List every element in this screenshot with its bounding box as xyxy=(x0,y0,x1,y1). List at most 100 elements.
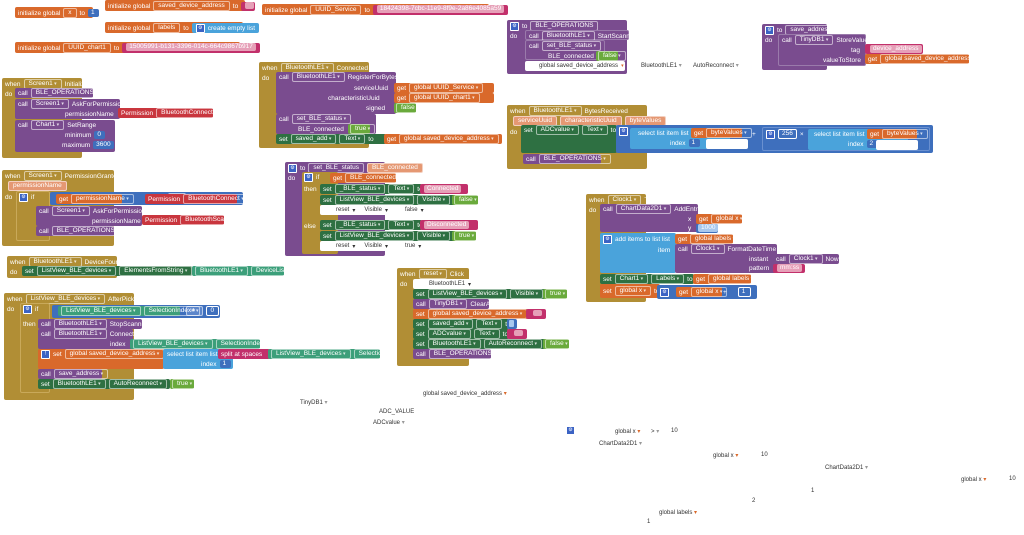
boolean-dropdown[interactable]: false xyxy=(454,195,482,205)
false-boolean[interactable]: false xyxy=(452,195,482,205)
warning-icon[interactable]: ! xyxy=(41,349,50,359)
procedure-dropdown[interactable]: BLE_OPERATIONS xyxy=(428,349,501,359)
variable-dropdown[interactable]: global saved_device_address xyxy=(427,309,528,319)
component-dropdown[interactable]: _BLE_status xyxy=(334,184,386,194)
procedure-dropdown[interactable]: BLE_OPERATIONS xyxy=(538,154,611,164)
param-permission-name[interactable]: permissionName xyxy=(8,181,67,191)
number-value[interactable]: 256 xyxy=(778,129,797,139)
set-chart-labels[interactable]: setChart1Labelsto xyxy=(600,274,694,284)
property-dropdown[interactable]: SelectionIndex xyxy=(215,339,273,349)
true-boolean[interactable]: true xyxy=(348,124,376,134)
global-name-field[interactable]: labels xyxy=(153,23,181,33)
number-value[interactable]: 3600 xyxy=(93,141,114,149)
call-tinydb-clear-all[interactable]: callTinyDB1ClearAll xyxy=(413,299,493,309)
call-register-for-bytes[interactable]: callBluetoothLE1RegisterForBytes service… xyxy=(276,72,398,114)
number-value[interactable]: 0 xyxy=(94,131,106,139)
pattern-string[interactable]: mm:ss xyxy=(773,264,805,273)
component-dropdown[interactable]: BluetoothLE1 xyxy=(528,106,582,116)
property-dropdown[interactable]: Visible xyxy=(417,195,451,205)
component-dropdown[interactable]: BluetoothLE1 xyxy=(427,339,481,349)
property-dropdown[interactable]: Text xyxy=(581,125,608,135)
number-1000-block[interactable]: 1000 xyxy=(696,224,719,233)
property-dropdown[interactable]: DeviceList xyxy=(250,266,295,276)
disabled-block[interactable]: BluetoothLE1▾ xyxy=(413,279,493,289)
selection-getter[interactable]: ListView_BLE_devicesSelection xyxy=(268,349,395,359)
string-value[interactable]: Connected xyxy=(424,185,462,193)
procedure-dropdown[interactable]: save_address xyxy=(53,369,109,379)
component-dropdown[interactable]: TinyDB1 xyxy=(794,35,834,45)
global-name-field[interactable]: x xyxy=(63,8,77,18)
number-value[interactable]: 1 xyxy=(737,287,751,297)
set-auto-reconnect[interactable]: setBluetoothLE1AutoReconnectto xyxy=(413,339,550,349)
add-items-to-list[interactable]: ⚙add items to list list item xyxy=(600,233,676,273)
gear-icon[interactable]: ⚙ xyxy=(660,287,669,297)
true-boolean[interactable]: true xyxy=(452,231,480,241)
variable-dropdown[interactable]: global saved_device_address xyxy=(64,349,165,359)
procedure-dropdown[interactable]: BLE_OPERATIONS xyxy=(51,226,124,236)
boolean-dropdown[interactable]: false xyxy=(396,103,424,113)
gear-icon[interactable]: ⚙ xyxy=(23,304,32,314)
gear-icon[interactable]: ⚙ xyxy=(19,192,28,202)
gear-icon[interactable]: ⚙ xyxy=(288,163,297,173)
variable-dropdown[interactable]: global UUID_chart1 xyxy=(409,93,480,103)
property-dropdown[interactable]: SelectionIndex xyxy=(143,306,201,316)
empty-string-value[interactable] xyxy=(533,310,542,316)
connected-string[interactable]: Connected xyxy=(420,184,468,194)
call-stop-scanning[interactable]: callBluetoothLE1StopScanning xyxy=(38,319,150,329)
index-input-slot[interactable] xyxy=(876,140,918,150)
call-ask-for-permission[interactable]: callScreen1AskForPermission permissionNa… xyxy=(15,99,125,119)
device-address-string[interactable]: device_address xyxy=(865,44,923,54)
property-dropdown[interactable]: AutoReconnect xyxy=(108,379,167,389)
empty-number-block[interactable] xyxy=(507,319,517,329)
boolean-dropdown[interactable]: false xyxy=(545,339,573,349)
component-dropdown[interactable]: Screen1 xyxy=(51,206,90,216)
global-uuid-chart1-block[interactable]: initialize global UUID_chart1 to 1500599… xyxy=(15,42,260,53)
component-dropdown[interactable]: saved_add xyxy=(427,319,474,329)
string-value[interactable]: mm:ss xyxy=(777,264,803,272)
false-boolean[interactable]: false xyxy=(596,51,626,61)
component-dropdown[interactable]: Clock1 xyxy=(788,254,823,264)
string-value[interactable]: 15005991-b131-3396-014c-664c9867b917 xyxy=(126,43,256,51)
global-uuid-service-block[interactable]: initialize global UUID_Service to 184243… xyxy=(262,4,509,15)
gear-icon[interactable]: ⚙ xyxy=(619,126,628,136)
variable-dropdown[interactable]: byteValues xyxy=(882,129,928,139)
true-boolean[interactable]: true xyxy=(543,289,571,299)
set-listview-elements[interactable]: setListView_BLE_devicesElementsFromStrin… xyxy=(22,266,201,276)
property-dropdown[interactable]: Text xyxy=(339,134,366,144)
component-dropdown[interactable]: ListView_BLE_devices xyxy=(271,349,351,359)
procedure-dropdown[interactable]: set_BLE_status xyxy=(291,114,352,124)
component-dropdown[interactable]: Chart1 xyxy=(614,274,649,284)
component-dropdown[interactable]: ListView_BLE_devices xyxy=(25,294,106,304)
gear-icon[interactable]: ⚙ xyxy=(304,172,313,182)
disabled-reset-block[interactable]: reset▾Visible▾false▾ xyxy=(320,205,450,215)
permission-dropdown[interactable]: BluetoothScan xyxy=(180,215,237,225)
property-dropdown[interactable]: AutoReconnect xyxy=(483,339,542,349)
component-dropdown[interactable]: reset xyxy=(418,269,447,279)
component-dropdown[interactable]: Chart1 xyxy=(30,120,65,130)
variable-dropdown[interactable]: global saved_device_address xyxy=(880,54,980,64)
call-clock-now[interactable]: callClock1Now xyxy=(773,254,839,264)
variable-dropdown[interactable]: permissionName xyxy=(71,194,134,204)
component-dropdown[interactable]: Screen1 xyxy=(30,99,69,109)
component-dropdown[interactable]: _BLE_status xyxy=(334,220,386,230)
variable-dropdown[interactable]: BLE_connected xyxy=(345,173,405,183)
component-dropdown[interactable]: Clock1 xyxy=(690,244,725,254)
empty-string-block[interactable] xyxy=(241,1,256,11)
empty-string-block[interactable] xyxy=(526,309,546,319)
false-boolean[interactable]: false xyxy=(543,339,573,349)
component-dropdown[interactable]: ListView_BLE_devices xyxy=(334,231,415,241)
variable-dropdown[interactable]: global UUID_Service xyxy=(409,83,484,93)
component-dropdown[interactable]: TinyDB1 xyxy=(428,299,468,309)
